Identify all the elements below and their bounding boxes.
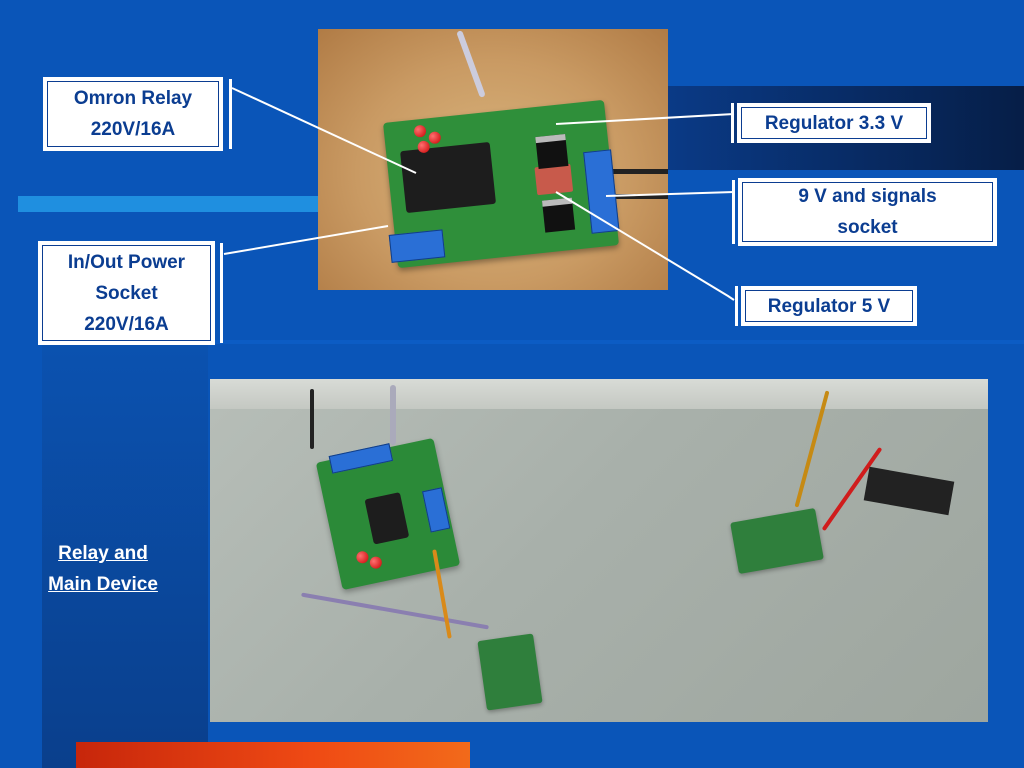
cyan-accent-bar <box>18 196 318 212</box>
black-wire <box>608 169 668 174</box>
relay-main-device-link[interactable]: Relay and Main Device <box>48 543 158 595</box>
left-panel-background <box>42 340 208 768</box>
red-led <box>355 550 370 565</box>
terminal-block <box>422 487 451 533</box>
regulator-33-callout: Regulator 3.3 V <box>737 103 931 143</box>
phone-cable <box>390 385 396 445</box>
relay-and-main-device-photo <box>210 379 988 722</box>
signal-terminal-block <box>583 149 620 234</box>
relay-component <box>364 492 410 545</box>
callout-bracket <box>220 243 223 343</box>
red-led <box>413 124 427 138</box>
omron-relay-component <box>400 141 497 214</box>
terminal-block <box>328 443 394 474</box>
power-socket-callout: In/Out Power Socket 220V/16A <box>38 241 215 345</box>
regulator-chip <box>541 197 576 233</box>
signals-socket-callout: 9 V and signals socket <box>738 178 997 246</box>
callout-bracket <box>732 180 735 244</box>
hp-label-tag <box>863 466 955 516</box>
power-terminal-block <box>388 229 446 263</box>
orange-accent-bar <box>76 742 470 768</box>
regulator-5-callout: Regulator 5 V <box>741 286 917 326</box>
pcb-relay-board-photo <box>318 29 668 290</box>
callout-bracket <box>229 79 232 149</box>
regulator-chip <box>535 134 569 169</box>
divider-stripe <box>208 340 1024 344</box>
black-wire <box>608 194 668 199</box>
gray-wire <box>301 592 489 630</box>
omron-relay-callout: Omron Relay 220V/16A <box>43 77 223 151</box>
pcb-board <box>382 99 620 269</box>
second-device-board <box>730 507 824 575</box>
red-led <box>428 131 442 145</box>
red-led <box>368 555 383 570</box>
black-cable <box>310 389 314 449</box>
main-device-board <box>477 633 543 711</box>
callout-bracket <box>735 286 738 326</box>
callout-bracket <box>731 103 734 143</box>
ribbon-wire <box>456 30 486 98</box>
wall-strip <box>210 379 988 409</box>
